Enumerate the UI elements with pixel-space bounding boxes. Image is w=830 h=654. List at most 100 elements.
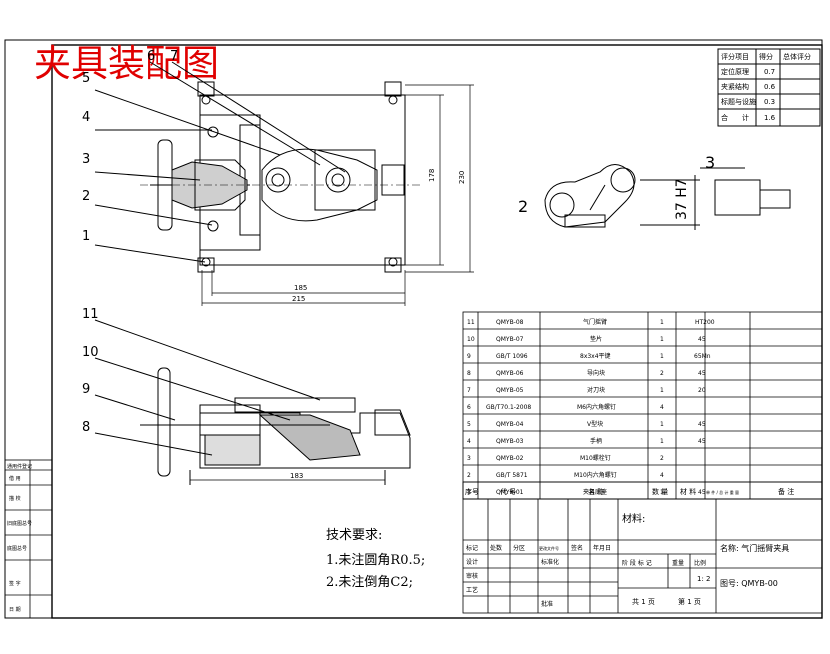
bom-r1-mat: HT200 [695,319,715,326]
top-view [94,61,420,273]
bom-r1-no: 11 [467,319,475,326]
bom-r10-code: GB/T 5871 [496,472,528,479]
bom-r7-mat: 45 [698,421,706,428]
design-label: 设计 [466,558,478,566]
bom-r11-qty: 1 [660,489,664,496]
left-strip-text: 通用件登记 借 用 描 校 旧底图总号 底图总号 签 字 日 期 [7,463,32,613]
balloon-10: 10 [82,345,99,360]
dim-215: 215 [292,295,305,303]
approve-label: 批准 [541,600,553,608]
dim-183: 183 [290,472,303,480]
bom-r5-code: QMYB-05 [496,387,524,394]
standard-label: 标准化 [541,558,559,566]
col-zone: 分区 [513,544,525,552]
balloon-2: 2 [82,189,90,204]
balloon-11: 11 [82,307,99,322]
bom-r11-mat: 45 [698,489,706,496]
bom-r9-name: M10螺栓钉 [580,454,611,462]
dimensions-top [201,84,474,306]
detail-views [544,164,791,230]
title-block-text: 材料: 名称: 气门摇臂夹具 图号: QMYB-00 1: 2 共 1 页 第 … [466,512,789,608]
left-strip [4,459,53,619]
col-change-doc: 更改文件号 [539,545,559,551]
bom-r6-no: 6 [467,404,471,411]
detail-label-3: 3 [705,153,715,172]
balloon-9: 9 [82,382,90,397]
bom-r8-mat: 45 [698,438,706,445]
bom-r4-code: QMYB-06 [496,370,524,377]
balloon-5: 5 [82,71,90,86]
col-mark: 标记 [466,544,478,552]
col-sign: 签名 [571,544,583,552]
col-date: 年月日 [593,544,611,552]
bom-h-remark: 备 注 [778,487,794,496]
score-r3-val: 0.3 [764,98,775,106]
ratio-label: 比例 [694,559,706,567]
score-r2-name: 夹紧结构 [721,82,749,91]
strip-sign: 签 字 [9,580,21,587]
part-name: 名称: 气门摇臂夹具 [720,543,789,553]
score-r2-val: 0.6 [764,83,776,91]
bom-r5-name: 对刀块 [587,386,605,394]
bom-r10-qty: 4 [660,472,664,479]
tech-req-2: 2.未注倒角C2; [326,575,413,590]
bom-r3-name: 8x3x4平键 [580,352,611,360]
score-h1: 评分项目 [721,52,749,61]
bom-r8-code: QMYB-03 [496,438,524,445]
bom-h-qty: 数 量 [652,487,668,496]
bom-r7-qty: 1 [660,421,664,428]
bom-r5-qty: 1 [660,387,664,394]
bom-r9-no: 3 [467,455,471,462]
sheet-number: 第 1 页 [678,597,701,606]
bom-r2-code: QMYB-07 [496,336,524,343]
stage-mark: 阶 段 标 记 [622,559,652,567]
bom-r4-name: 导向块 [587,369,605,377]
bom-r9-qty: 2 [660,455,664,462]
dim-230: 230 [458,171,466,184]
bom-r3-mat: 65Mn [694,353,711,360]
bom-r11-no: 1 [467,489,471,496]
score-table: 评分项目 得分 总体评分 定位原理 0.7 夹紧结构 0.6 标题与设施 0.3… [717,48,821,127]
bom-r5-no: 7 [467,387,471,394]
bom-r3-no: 9 [467,353,471,360]
bom-r7-name: V型块 [587,420,603,428]
balloon-1: 1 [82,229,90,244]
bom-r6-qty: 4 [660,404,664,411]
strip-date: 日 期 [9,607,21,613]
score-r4-name: 合 计 [721,113,749,122]
score-r3-name: 标题与设施 [721,97,756,106]
bom-r2-mat: 45 [698,336,706,343]
bom-text: 11 QMYB-08 气门摇臂 1 HT200 10 QMYB-07 垫片 1 … [467,318,715,496]
bom-r3-qty: 1 [660,353,664,360]
col-count: 处数 [490,544,502,552]
sheets-total: 共 1 页 [632,597,655,606]
bom-r1-code: QMYB-08 [496,319,524,326]
bom-h-name: 名 称 [588,487,604,496]
bom-r8-name: 手柄 [590,437,602,445]
balloon-8: 8 [82,420,90,435]
check-label: 审核 [466,572,478,580]
score-r1-val: 0.7 [764,68,775,76]
balloon-4: 4 [82,110,90,125]
strip-general: 通用件登记 [7,463,32,470]
process-label: 工艺 [466,586,478,594]
material-label: 材料: [622,512,645,525]
bom-r11-code: QMYB-01 [496,489,524,496]
score-r1-name: 定位原理 [721,67,749,76]
bom-r2-no: 10 [467,336,475,343]
bom-h-no: 序号 [465,487,479,496]
score-r4-val: 1.6 [764,114,776,122]
bom-r6-name: M6内六角螺钉 [577,403,616,411]
strip-base: 底图总号 [7,545,27,552]
score-h3: 总体评分 [783,52,811,61]
strip-trace: 描 校 [9,495,21,502]
bom-h-code: 代 号 [500,487,516,496]
bom-r2-qty: 1 [660,336,664,343]
drawing-number: 图号: QMYB-00 [720,579,778,588]
drawing-title: 夹具装配图 [34,42,219,85]
weight-label: 重量 [672,559,684,567]
detail-label-2: 2 [518,197,528,216]
bom-r6-code: GB/T70.1-2008 [486,404,531,411]
bom-r2-name: 垫片 [590,335,602,343]
bom-r4-no: 8 [467,370,471,377]
